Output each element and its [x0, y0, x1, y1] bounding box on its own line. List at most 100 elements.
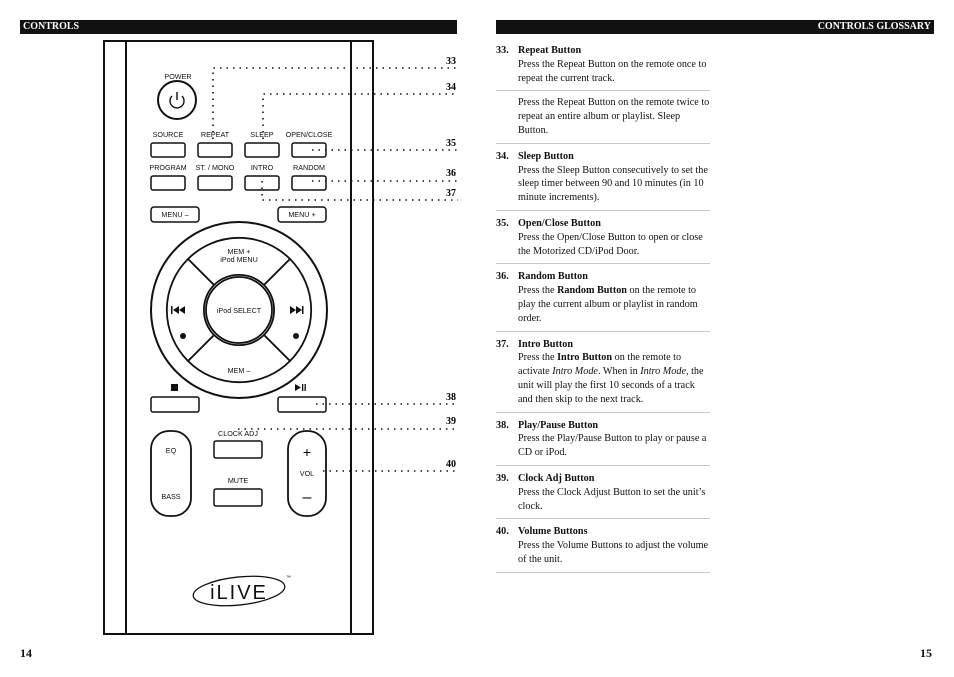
entry-description: Press the Clock Adjust Button to set the…: [518, 486, 706, 512]
controls-glossary-header: CONTROLS GLOSSARY: [496, 20, 934, 34]
stop-button[interactable]: [150, 396, 200, 413]
source-label: SOURCE: [153, 130, 184, 139]
entry-number: 38.: [496, 419, 509, 431]
entry-description: Press the Random Button on the remote to…: [518, 285, 698, 324]
eq-bass-button[interactable]: [150, 430, 192, 517]
glossary-entry-39: 39. Clock Adj Button Press the Clock Adju…: [496, 471, 710, 520]
power-icon: [169, 92, 185, 109]
glossary-entry-34: 34. Sleep Button Press the Sleep Button c…: [496, 149, 710, 211]
mute-label: MUTE: [228, 476, 249, 485]
entry-description: Press the Volume Buttons to adjust the v…: [518, 540, 709, 565]
dot-icon: [293, 333, 299, 339]
clock-adj-button[interactable]: [213, 440, 263, 459]
stop-icon: [171, 384, 178, 391]
menu-minus-label: MENU –: [161, 210, 188, 219]
page-number-left: 14: [20, 646, 32, 660]
next-track-icon: [290, 306, 304, 314]
entry-description: Press the Open/Close Button to open or c…: [518, 231, 703, 257]
st-mono-label: ST. / MONO: [196, 163, 235, 172]
ilive-logo-text: iLIVE: [210, 582, 268, 604]
open-close-button[interactable]: [291, 142, 327, 158]
entry-title: Clock Adj Button: [518, 472, 595, 484]
entry-title: Volume Buttons: [518, 526, 588, 538]
controls-header: CONTROLS: [20, 20, 457, 34]
clock-adj-label: CLOCK ADJ: [218, 429, 258, 438]
entry-description: Press the Repeat Button on the remote on…: [518, 58, 707, 84]
mem-minus-button[interactable]: [186, 333, 292, 383]
volume-minus-label: –: [303, 489, 312, 506]
entry-description: Press the Intro Button on the remote to …: [518, 352, 704, 405]
entry-number: 39.: [496, 472, 509, 484]
glossary-entry-33-continued: Press the Repeat Button on the remote tw…: [496, 96, 710, 144]
volume-button[interactable]: [287, 430, 327, 517]
menu-plus-button[interactable]: [277, 206, 327, 223]
callout-lines: [212, 67, 458, 472]
power-label: POWER: [164, 72, 191, 81]
callout-39: 39: [446, 416, 456, 427]
callout-40: 40: [446, 459, 456, 470]
intro-button[interactable]: [244, 175, 280, 191]
play-pause-button[interactable]: [277, 396, 327, 413]
volume-plus-label: +: [303, 444, 311, 460]
eq-label: EQ: [166, 446, 177, 455]
callout-34: 34: [446, 82, 456, 93]
callout-38: 38: [446, 392, 456, 403]
glossary-entry-40: 40. Volume Buttons Press the Volume Butto…: [496, 524, 710, 573]
random-button[interactable]: [291, 175, 327, 191]
intro-label: INTRO: [251, 163, 274, 172]
mem-plus-label: MEM +: [228, 247, 251, 256]
mem-minus-label: MEM –: [228, 366, 251, 375]
ilive-logo: iLIVE ™: [192, 575, 291, 607]
mem-plus-button[interactable]: [186, 237, 292, 287]
entry-number: 34.: [496, 150, 509, 162]
st-mono-button[interactable]: [197, 175, 233, 191]
trademark-mark: ™: [286, 575, 291, 581]
ipod-select-label: iPod SELECT: [217, 306, 262, 315]
menu-minus-button[interactable]: [150, 206, 200, 223]
callout-35: 35: [446, 138, 456, 149]
entry-title: Sleep Button: [518, 150, 574, 162]
vol-label: VOL: [300, 469, 314, 478]
glossary-entry-36: 36. Random Button Press the Random Button…: [496, 269, 710, 332]
entry-title: Play/Pause Button: [518, 419, 599, 431]
entry-title: Intro Button: [518, 338, 574, 350]
entry-title: Repeat Button: [518, 45, 582, 56]
glossary-entry-35: 35. Open/Close Button Press the Open/Clos…: [496, 216, 710, 265]
entry-description: Press the Sleep Button consecutively to …: [518, 164, 708, 204]
controls-glossary: 33. Repeat Button Press the Repeat Button…: [496, 43, 710, 578]
glossary-entry-33: 33. Repeat Button Press the Repeat Button…: [496, 43, 710, 92]
next-button[interactable]: [262, 257, 312, 363]
source-button[interactable]: [150, 142, 186, 158]
bass-label: BASS: [161, 492, 180, 501]
dot-icon: [180, 333, 186, 339]
mute-button[interactable]: [213, 488, 263, 507]
glossary-entry-37: 37. Intro Button Press the Intro Button o…: [496, 337, 710, 413]
entry-description: Press the Play/Pause Button to play or p…: [518, 433, 707, 459]
repeat-button[interactable]: [197, 142, 233, 158]
program-button[interactable]: [150, 175, 186, 191]
entry-description: Press the Repeat Button on the remote tw…: [518, 97, 710, 136]
program-label: PROGRAM: [149, 163, 186, 172]
sleep-button[interactable]: [244, 142, 280, 158]
previous-button[interactable]: [166, 257, 216, 363]
random-label: RANDOM: [293, 163, 325, 172]
page-number-right: 15: [920, 646, 932, 660]
entry-number: 37.: [496, 338, 509, 350]
glossary-entry-38: 38. Play/Pause Button Press the Play/Paus…: [496, 418, 710, 466]
entry-title: Random Button: [518, 271, 588, 283]
entry-number: 33.: [496, 45, 509, 56]
callout-36: 36: [446, 168, 456, 179]
sleep-label: SLEEP: [250, 130, 273, 139]
entry-number: 40.: [496, 526, 509, 538]
previous-track-icon: [171, 306, 185, 314]
entry-title: Open/Close Button: [518, 217, 601, 229]
open-close-label: OPEN/CLOSE: [286, 130, 333, 139]
ipod-select-button[interactable]: [205, 276, 273, 344]
ipod-menu-label: iPod MENU: [220, 255, 258, 264]
play-pause-icon: [295, 384, 306, 391]
callout-37: 37: [446, 188, 456, 199]
entry-number: 35.: [496, 217, 509, 229]
repeat-label: REPEAT: [201, 130, 230, 139]
entry-number: 36.: [496, 271, 509, 283]
